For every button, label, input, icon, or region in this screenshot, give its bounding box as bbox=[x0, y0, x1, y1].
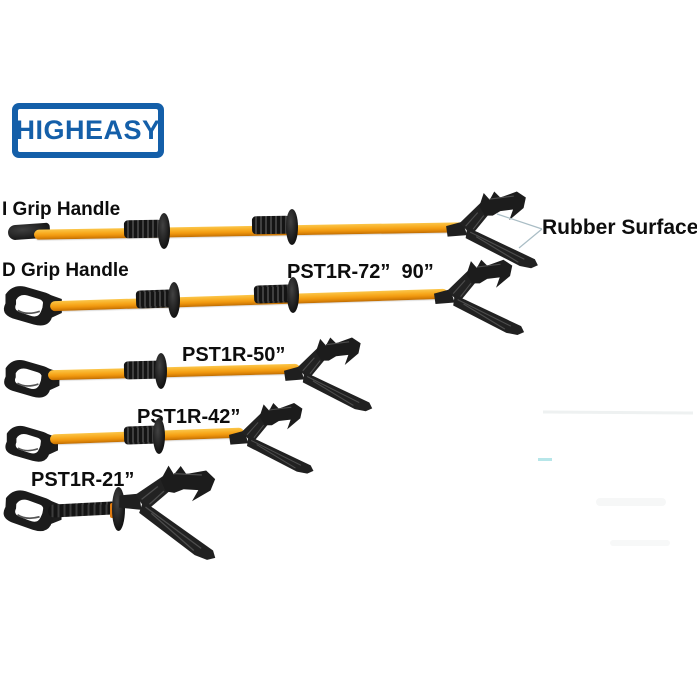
hook-head-icon bbox=[110, 451, 237, 567]
pole-yellow bbox=[49, 288, 449, 312]
pole-black bbox=[47, 501, 119, 518]
hand-grip-icon bbox=[123, 219, 163, 239]
photo-artifact bbox=[596, 498, 666, 506]
label-model-50: PST1R-50” bbox=[182, 344, 286, 366]
leader-lines bbox=[496, 213, 543, 249]
hook-head-icon bbox=[434, 258, 530, 336]
label-i-grip-handle: I Grip Handle bbox=[2, 199, 121, 220]
hand-grip-icon bbox=[251, 215, 291, 235]
higheasy-logo-text: HIGHEASY bbox=[15, 109, 160, 152]
photo-artifact bbox=[538, 458, 552, 461]
guard-disc-icon bbox=[286, 209, 298, 245]
label-model-21: PST1R-21” bbox=[31, 469, 135, 491]
photo-artifact bbox=[542, 410, 694, 415]
label-d-grip-handle: D Grip Handle bbox=[2, 260, 129, 281]
pole-yellow bbox=[33, 222, 465, 240]
guard-disc-icon bbox=[155, 353, 167, 389]
label-model-72: PST1R-72” 90” bbox=[287, 261, 434, 283]
higheasy-logo: HIGHEASY bbox=[12, 103, 164, 158]
guard-disc-icon bbox=[153, 418, 165, 454]
pole-yellow bbox=[47, 363, 301, 381]
guard-disc-icon bbox=[287, 277, 299, 313]
hook-head-icon bbox=[229, 400, 319, 476]
photo-artifact bbox=[610, 540, 670, 546]
d-grip-icon bbox=[0, 424, 60, 464]
label-rubber-surface: Rubber Surface bbox=[542, 216, 697, 239]
guard-disc-icon bbox=[168, 282, 180, 318]
guard-disc-icon bbox=[158, 213, 170, 249]
